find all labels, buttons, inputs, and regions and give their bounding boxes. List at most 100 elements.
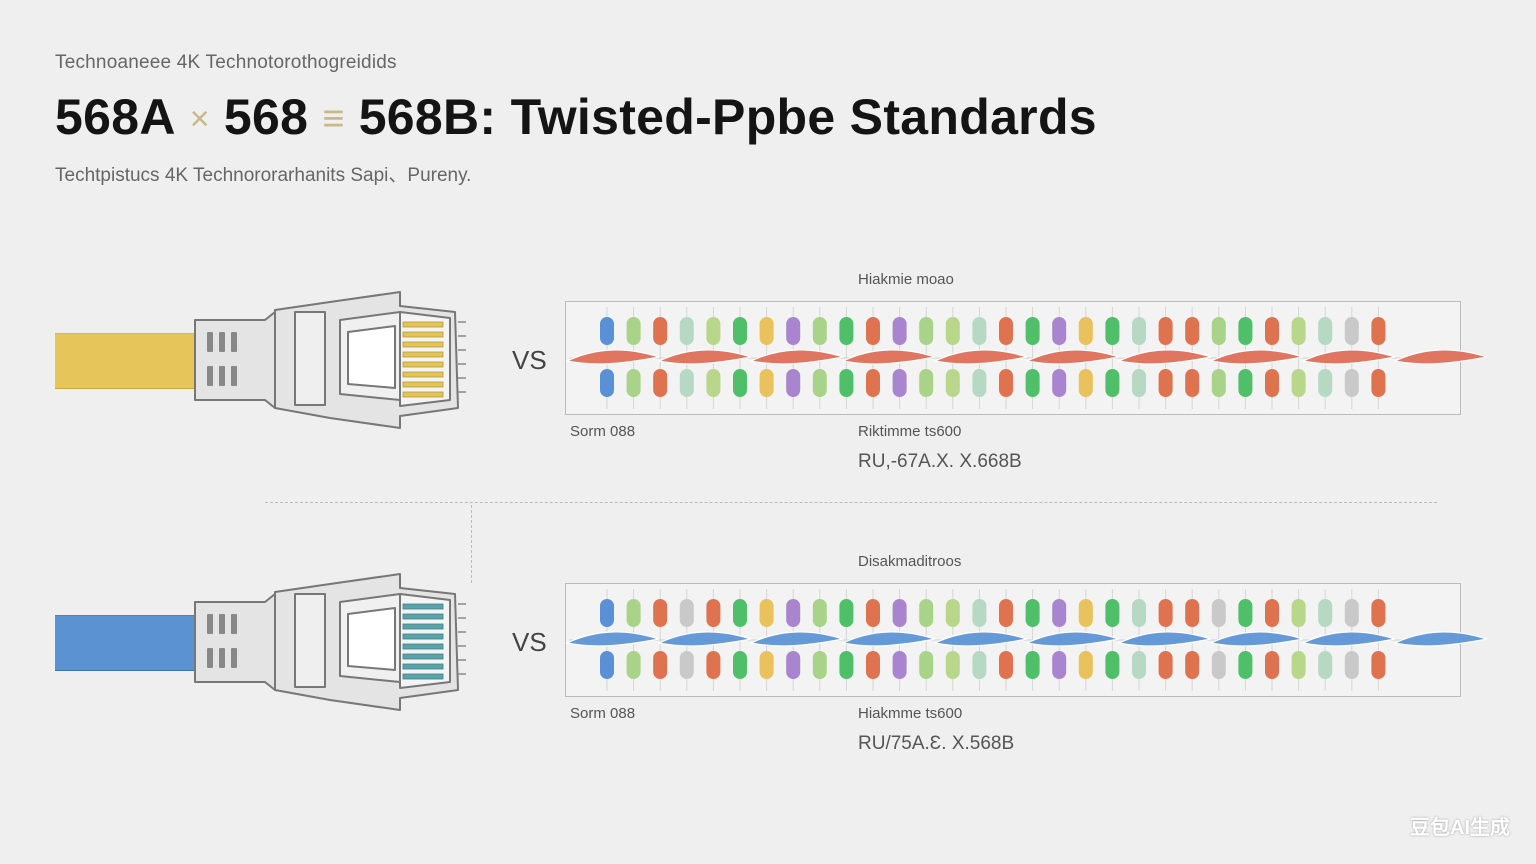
top-pin-upper [679, 317, 694, 345]
top-twist-segment [841, 349, 936, 365]
top-panel-twisted-pair [565, 349, 1488, 365]
bottom-pin-upper [759, 599, 774, 627]
bottom-pin-upper [866, 599, 880, 627]
page-subtitle: Techtpistucs 4K Technororarhanits Sapi、P… [55, 165, 472, 186]
title-part-a: 568A [55, 89, 176, 145]
bottom-pin-upper [1238, 599, 1253, 627]
top-pin-lower [1238, 369, 1253, 397]
bottom-pin-upper [972, 599, 987, 627]
top-twist-segment [749, 349, 844, 365]
top-twist-segment [1301, 349, 1396, 365]
top-pin-upper [1105, 317, 1120, 345]
top-pin-lower [945, 369, 960, 397]
bottom-pin-upper [919, 599, 934, 627]
bottom-pin-upper [1318, 599, 1333, 627]
top-pin-lower [759, 369, 774, 397]
bottom-pin-lower [679, 651, 694, 679]
bottom-pin-upper [1185, 599, 1200, 627]
top-pin-upper [1265, 317, 1279, 345]
bottom-pin-lower [1185, 651, 1200, 679]
bottom-twist-segment [1393, 631, 1488, 647]
top-pin-upper [1158, 317, 1173, 345]
bottom-panel-twisted-pair [565, 631, 1488, 647]
top-pin-upper [733, 317, 747, 345]
bottom-pin-upper [653, 599, 668, 627]
bottom-pin-upper [1211, 599, 1226, 627]
title-part-b: 568 [223, 89, 309, 145]
top-pin-lower [679, 369, 694, 397]
top-pin-lower [706, 369, 721, 397]
bottom-pin-lower [839, 651, 854, 679]
top-panel-code: RU,-67A.X. X.668B [858, 451, 1022, 472]
bottom-pin-upper [706, 599, 721, 627]
top-pin-upper [1291, 317, 1306, 345]
top-pin-lower [999, 369, 1013, 397]
bottom-pin-upper [679, 599, 694, 627]
bottom-cable [55, 615, 197, 671]
bottom-vs-label: VS [512, 627, 547, 657]
top-pin-upper [600, 317, 614, 345]
bottom-pin-upper [1291, 599, 1306, 627]
top-pin-lower [1185, 369, 1200, 397]
top-pin-upper [626, 317, 641, 345]
top-pin-lower [1211, 369, 1226, 397]
top-twist-segment [1025, 349, 1120, 365]
bottom-pin-upper [945, 599, 960, 627]
bottom-pin-lower [1291, 651, 1306, 679]
bottom-pin-lower [892, 651, 907, 679]
bottom-pin-lower [653, 651, 668, 679]
bottom-pin-upper [1105, 599, 1120, 627]
top-pin-lower [1078, 369, 1093, 397]
bottom-pin-lower [759, 651, 774, 679]
header-kicker: Technoaneee 4K Technotorothogreidids [55, 52, 397, 73]
bottom-pin-upper [1265, 599, 1279, 627]
title-equals-symbol: ≡ [322, 98, 345, 140]
top-pin-lower [1025, 369, 1040, 397]
top-pin-lower [653, 369, 668, 397]
top-pin-lower [1318, 369, 1333, 397]
top-pin-lower [1158, 369, 1173, 397]
bottom-pin-lower [919, 651, 934, 679]
bottom-pin-upper [892, 599, 907, 627]
bottom-panel-heading: Disakmaditroos [858, 553, 962, 570]
top-twist-segment [1209, 349, 1304, 365]
bottom-pin-upper [1371, 599, 1386, 627]
bottom-twist-segment [1209, 631, 1304, 647]
top-pin-upper [1344, 317, 1359, 345]
bottom-wiring-panel [565, 583, 1488, 697]
top-pin-upper [759, 317, 774, 345]
top-pin-lower [866, 369, 880, 397]
bottom-pin-lower [1211, 651, 1226, 679]
bottom-pin-lower [945, 651, 960, 679]
top-pin-lower [972, 369, 987, 397]
bottom-pin-lower [786, 651, 801, 679]
top-pin-upper [1025, 317, 1040, 345]
bottom-pin-upper [600, 599, 614, 627]
bottom-pin-upper [839, 599, 854, 627]
bottom-twist-segment [1117, 631, 1212, 647]
bottom-pin-upper [1344, 599, 1359, 627]
bottom-pin-lower [866, 651, 880, 679]
bottom-pin-upper [1025, 599, 1040, 627]
top-twist-segment [1393, 349, 1488, 365]
top-panel-foot-left: Sorm 088 [570, 423, 636, 440]
top-pin-upper [839, 317, 854, 345]
top-panel-heading: Hiakmie moao [858, 271, 954, 288]
bottom-twist-segment [657, 631, 752, 647]
top-pin-lower [1132, 369, 1146, 397]
top-pin-lower [1105, 369, 1120, 397]
top-pin-lower [1052, 369, 1067, 397]
watermark: 豆包AI生成 [1410, 817, 1510, 839]
top-pin-upper [1132, 317, 1146, 345]
bottom-panel-foot-right: Hiakmme ts600 [858, 705, 963, 722]
top-pin-upper [945, 317, 960, 345]
bottom-twist-segment [749, 631, 844, 647]
bottom-panel-foot-left: Sorm 088 [570, 705, 636, 722]
bottom-pin-lower [1344, 651, 1359, 679]
page-title: 568A×568≡568B: Twisted-Ppbe Standards [55, 88, 1097, 146]
top-pin-lower [626, 369, 641, 397]
title-x-symbol: × [189, 100, 210, 138]
bottom-twist-segment [1301, 631, 1396, 647]
bottom-twist-segment [933, 631, 1028, 647]
top-pin-upper [919, 317, 934, 345]
